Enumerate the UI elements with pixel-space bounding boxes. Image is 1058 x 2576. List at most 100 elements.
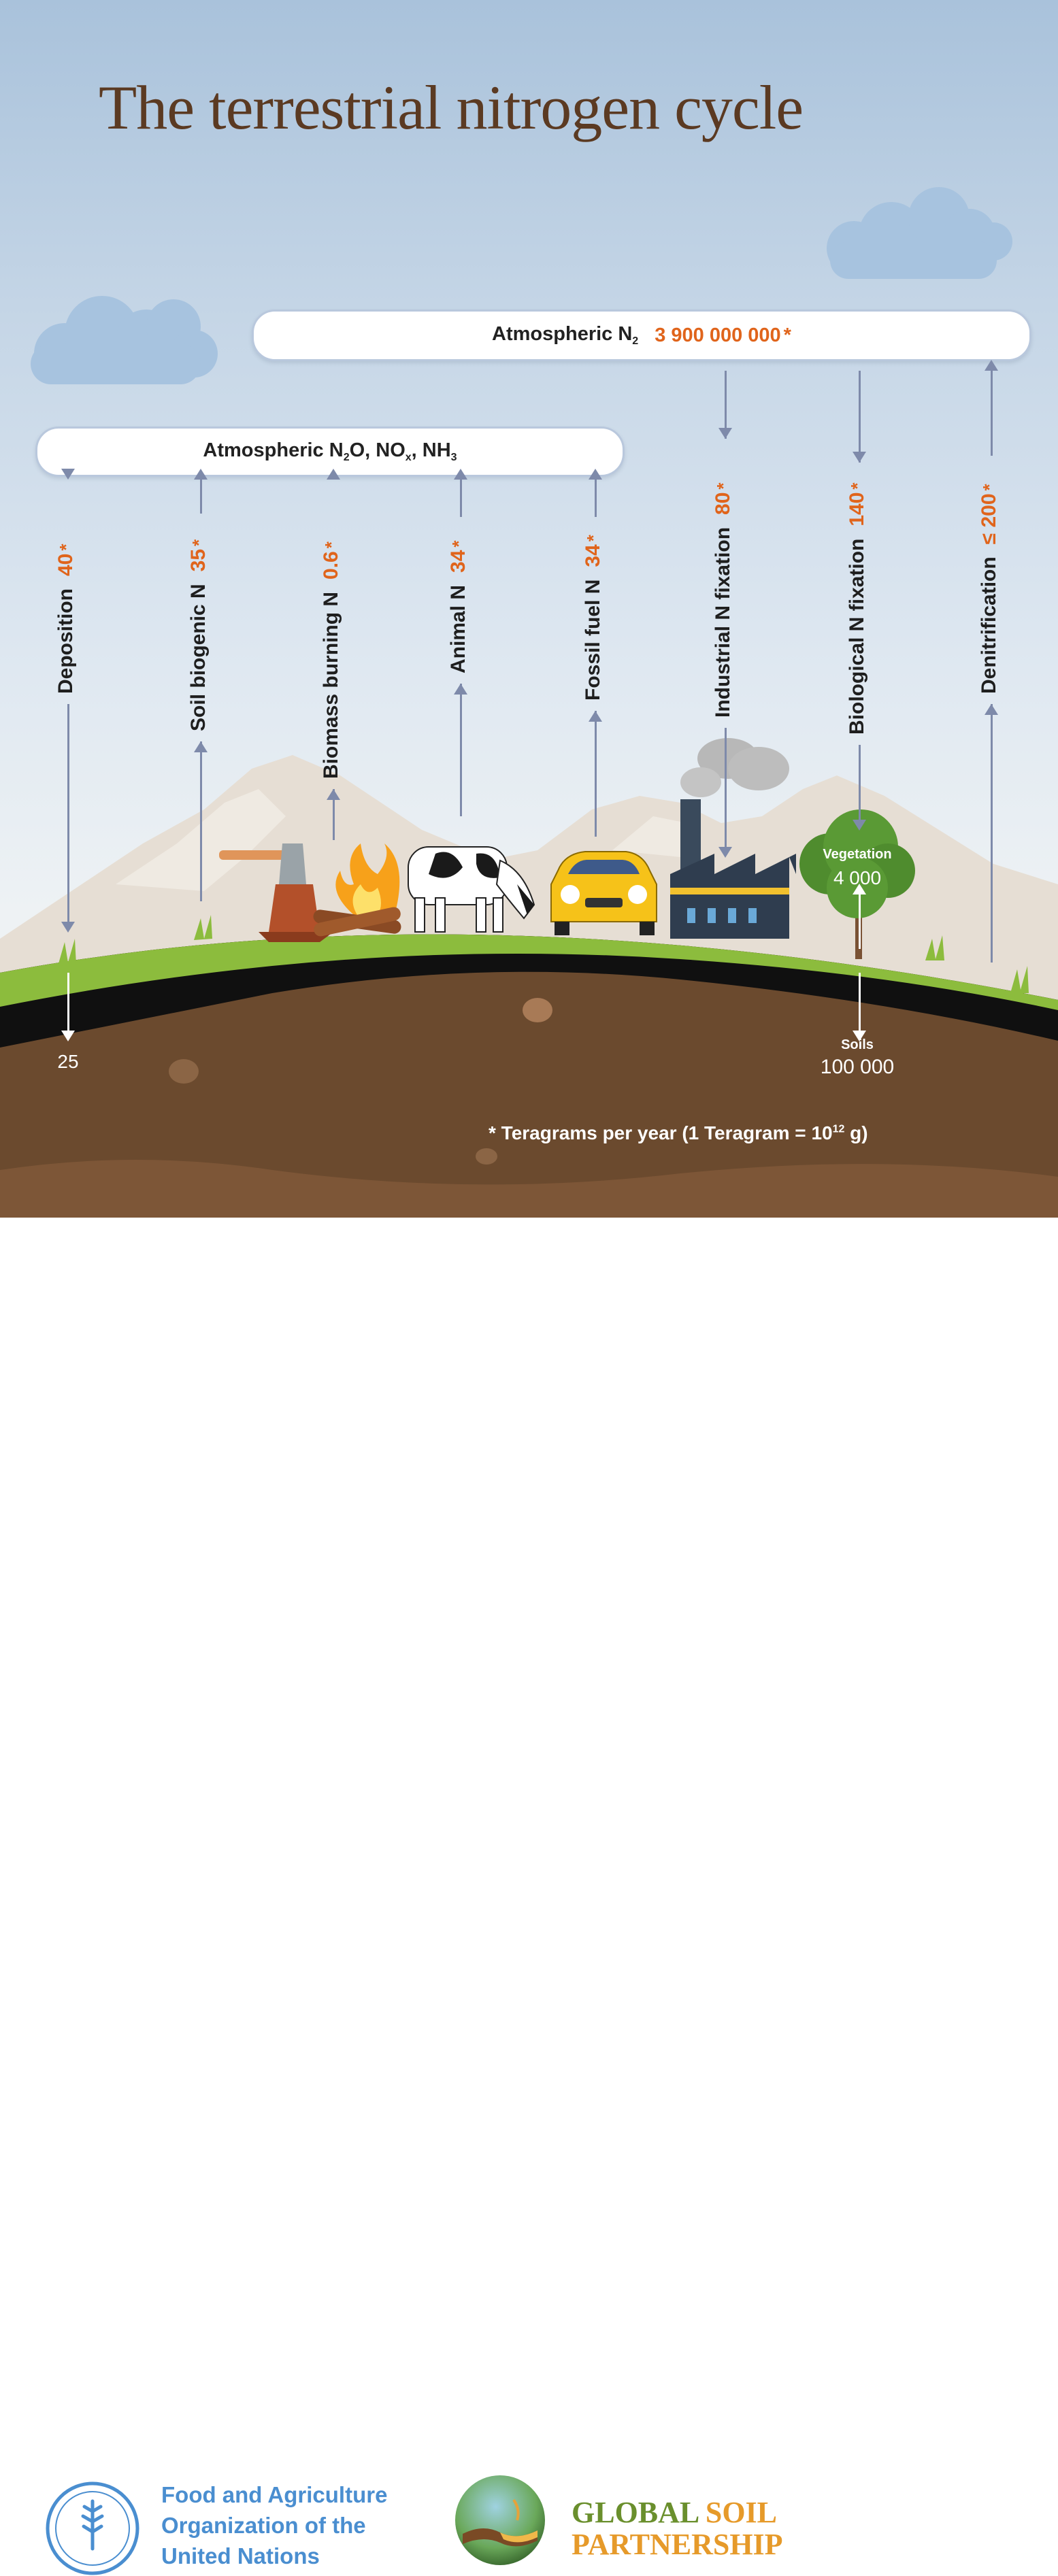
arrow-head-icon: [454, 684, 467, 695]
fao-name: Food and Agriculture Organization of the…: [161, 2479, 387, 2571]
landscape-illustration: [0, 187, 1058, 1218]
soils-label: Soils: [841, 1037, 874, 1052]
gsp-title-line2: PARTNERSHIP: [572, 2528, 783, 2561]
arrow-head-icon: [985, 360, 998, 371]
flow-name: Industrial N fixation: [712, 526, 734, 718]
flow-arrow-line: [595, 480, 597, 517]
flow-arrow-line: [200, 480, 202, 514]
flow-arrow-line: [859, 371, 861, 463]
pool-arrow-line: [859, 973, 861, 1031]
arrow-head-icon: [718, 428, 732, 439]
flow-label: Denitrification≤ 200*: [978, 484, 1001, 694]
flow-arrow-line: [859, 745, 861, 820]
arrow-head-icon: [985, 704, 998, 715]
flow-arrow-line: [67, 704, 69, 922]
vegetation-label: Vegetation: [823, 847, 892, 862]
flow-label: Industrial N fixation 80 *: [712, 482, 735, 718]
cow-icon: [408, 846, 535, 933]
footer: Food and Agriculture Organization of the…: [0, 1218, 1058, 2575]
fao-name-line: Food and Agriculture: [161, 2482, 388, 2507]
flow-label: Soil biogenic N 35 *: [187, 539, 210, 731]
flow-label: Deposition 40 *: [54, 544, 78, 695]
fao-name-line: United Nations: [161, 2543, 320, 2569]
atmospheric-mix-label: Atmospheric N2O, NOx, NH3: [203, 439, 457, 463]
flow-name: Soil biogenic N: [187, 584, 210, 731]
flow-name: Deposition: [54, 588, 77, 694]
unit-asterisk: *: [783, 324, 791, 346]
factory-icon: [670, 738, 796, 939]
arrow-head-icon: [853, 820, 866, 831]
atmospheric-n2-label: Atmospheric N2: [492, 323, 639, 347]
arrow-head-icon: [61, 922, 75, 933]
arrow-head-icon: [853, 1031, 866, 1041]
page-title: The terrestrial nitrogen cycle: [99, 73, 804, 142]
arrow-head-icon: [718, 847, 732, 858]
deposition-soil-value: 25: [57, 1051, 79, 1072]
flow-value: 80: [712, 492, 734, 515]
flow-name: Biomass burning N: [320, 591, 342, 779]
flow-arrow-line: [333, 789, 335, 840]
flow-value: 34: [582, 544, 604, 567]
flow-arrow-line: [460, 480, 462, 517]
arrow-head-icon: [194, 469, 208, 480]
flow-value: ≤ 200: [978, 493, 1000, 545]
atmospheric-n2o-nox-nh3-box: Atmospheric N2O, NOx, NH3: [35, 426, 625, 477]
unit-asterisk: *: [321, 541, 342, 549]
arrow-head-icon: [853, 452, 866, 463]
diagram-scene: The terrestrial nitrogen cycle Atmospher…: [0, 0, 1058, 1218]
unit-asterisk: *: [583, 535, 604, 542]
arrow-head-icon: [327, 469, 340, 480]
flow-value: 40: [54, 553, 77, 576]
arrow-head-icon: [61, 469, 75, 480]
flow-value: 140: [846, 492, 868, 526]
units-footnote: * Teragrams per year (1 Teragram = 1012 …: [489, 1122, 868, 1143]
flow-name: Animal N: [447, 584, 469, 673]
arrow-head-icon: [589, 469, 602, 480]
unit-asterisk: *: [979, 484, 999, 491]
arrow-head-icon: [454, 469, 467, 480]
flow-arrow-line: [991, 704, 993, 963]
gsp-title-line1: GLOBAL SOIL: [572, 2496, 778, 2529]
flow-arrow-line: [991, 371, 993, 456]
pool-arrow-line: [859, 894, 861, 949]
flow-value: 0.6: [320, 551, 342, 580]
unit-asterisk: *: [847, 482, 867, 490]
flow-arrow-line: [460, 684, 462, 816]
flow-name: Fossil fuel N: [582, 579, 604, 701]
fao-emblem-icon: [46, 2481, 139, 2575]
flow-value: 34: [447, 550, 469, 573]
atmospheric-n2-value: 3 900 000 000: [655, 324, 781, 346]
flow-label: Animal N 34 *: [447, 540, 470, 673]
arrow-head-icon: [589, 711, 602, 722]
vegetation-value: 4 000: [833, 867, 882, 888]
arrow-head-icon: [327, 789, 340, 800]
atmospheric-n2-box: Atmospheric N2 3 900 000 000 *: [252, 310, 1031, 361]
axe-stump-icon: [219, 843, 333, 942]
unit-asterisk: *: [56, 543, 76, 551]
stone: [169, 1059, 199, 1084]
stone: [523, 998, 552, 1022]
flow-name: Biological N fixation: [846, 538, 868, 735]
flow-label: Biomass burning N 0.6 *: [320, 541, 343, 779]
flow-arrow-line: [595, 711, 597, 837]
soils-value: 100 000: [820, 1056, 895, 1078]
flow-arrow-line: [725, 728, 727, 847]
unit-asterisk: *: [188, 539, 209, 546]
unit-asterisk: *: [448, 540, 469, 548]
unit-asterisk: *: [713, 482, 733, 490]
car-icon: [550, 851, 657, 935]
flow-arrow-line: [725, 371, 727, 439]
flow-value: 35: [187, 548, 210, 572]
soil-layer: [0, 934, 1058, 1218]
flow-label: Biological N fixation 140 *: [846, 482, 869, 735]
grass-layer: [0, 934, 1058, 1010]
cloud-right-icon: [827, 187, 1012, 279]
fao-name-line: Organization of the: [161, 2513, 366, 2538]
stone: [476, 1148, 497, 1165]
arrow-head-icon: [194, 741, 208, 752]
flow-label: Fossil fuel N 34 *: [582, 535, 605, 701]
campfire-icon: [313, 843, 401, 937]
cloud-left-icon: [31, 296, 218, 384]
tree-icon: [799, 809, 915, 959]
arrow-head-icon: [853, 884, 866, 894]
